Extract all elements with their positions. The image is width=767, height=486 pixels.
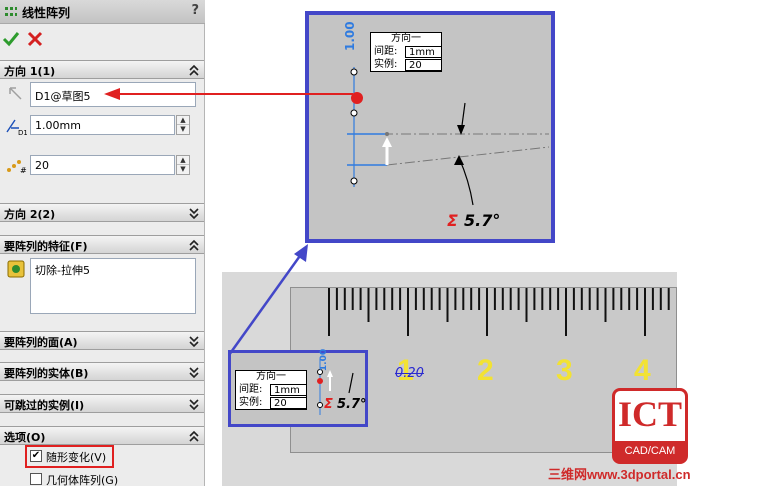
small-pattern-callout: 方向一 间距: 1mm 实例: 20	[235, 370, 307, 410]
spin-up-icon[interactable]: ▲	[177, 116, 189, 125]
svg-text:D1: D1	[18, 129, 27, 136]
spin-down-icon[interactable]: ▼	[180, 125, 186, 133]
instances-input[interactable]: 20	[30, 155, 175, 175]
group-skip-header[interactable]: 可跳过的实例(I)	[0, 394, 204, 413]
instances-count-icon: #	[7, 160, 27, 174]
group-direction2-header[interactable]: 方向 2(2)	[0, 203, 204, 222]
vary-sketch-checkbox[interactable]: ✔	[30, 450, 42, 462]
spacing-dimension-icon: D1	[6, 119, 27, 136]
group-features-label: 要阵列的特征(F)	[4, 240, 88, 253]
highlight-box	[25, 445, 114, 468]
group-faces-header[interactable]: 要阵列的面(A)	[0, 331, 204, 350]
ruler-label-4: 4	[634, 354, 651, 387]
ruler-label-3: 3	[556, 354, 573, 387]
expand-chevron-down-icon[interactable]	[188, 397, 200, 411]
geometry-pattern-label: 几何体阵列(G)	[46, 474, 119, 486]
zoom-detail-frame: 1.00 Σ 5.7° 方向一 间距: 1mm 实例: 20	[305, 11, 555, 243]
linear-pattern-icon	[5, 7, 17, 16]
ruler-ticks	[328, 288, 670, 336]
group-direction2-label: 方向 2(2)	[4, 208, 56, 221]
group-options-label: 选项(O)	[4, 431, 46, 444]
spacing-input[interactable]: 1.00mm	[30, 115, 175, 135]
geometry-pattern-option[interactable]: 几何体阵列(G)	[30, 472, 130, 486]
callout-spacing-value[interactable]: 1mm	[270, 384, 307, 396]
panel-title: 线性阵列	[22, 6, 71, 20]
expand-chevron-down-icon[interactable]	[188, 334, 200, 348]
blue-zoom-connector	[227, 252, 304, 356]
expand-chevron-down-icon[interactable]	[188, 365, 200, 379]
zoom-sketch	[347, 67, 550, 206]
callout-instances-value[interactable]: 20	[405, 59, 442, 71]
group-faces-label: 要阵列的面(A)	[4, 336, 78, 349]
geometry-pattern-checkbox[interactable]	[30, 473, 42, 485]
ok-cancel-bar	[0, 25, 205, 55]
blue-arrowhead-icon	[294, 244, 308, 262]
zoom-pattern-callout: 方向一 间距: 1mm 实例: 20	[370, 32, 442, 72]
callout-spacing-value[interactable]: 1mm	[405, 46, 442, 58]
group-direction1-label: 方向 1(1)	[4, 65, 56, 78]
collapse-chevron-up-icon[interactable]	[188, 429, 200, 443]
ruler-label-1: 1	[397, 354, 414, 387]
spin-down-icon[interactable]: ▼	[180, 165, 186, 173]
small-sigma-icon: Σ	[324, 397, 333, 412]
group-options-header[interactable]: 选项(O)	[0, 426, 204, 445]
small-angle-dimension: 5.7°	[337, 397, 367, 412]
spacing-spinner[interactable]: ▲ ▼	[176, 115, 190, 135]
ok-check-icon[interactable]	[2, 30, 20, 48]
callout-instances-label: 实例:	[374, 59, 398, 70]
property-manager-panel: 线性阵列 ? 方向 1(1) D1@草图5 D1 1.00mm ▲ ▼ # 20…	[0, 0, 205, 486]
red-arrowhead-icon	[104, 88, 120, 100]
callout-instances-label: 实例:	[239, 397, 263, 408]
ict-logo: ICT CAD/CAM	[612, 388, 688, 464]
group-bodies-header[interactable]: 要阵列的实体(B)	[0, 362, 204, 381]
features-list[interactable]: 切除-拉伸5	[30, 258, 196, 314]
small-detail-frame: 1.00 Σ 5.7° 方向一 间距: 1mm 实例: 20	[228, 349, 368, 427]
cancel-x-icon[interactable]	[26, 30, 44, 48]
group-skip-label: 可跳过的实例(I)	[4, 399, 85, 412]
overlay-dimension: 0.20	[395, 366, 424, 381]
direction-arrow-icon	[9, 87, 22, 100]
group-features-header[interactable]: 要阵列的特征(F)	[0, 235, 204, 254]
callout-title: 方向一	[391, 33, 421, 44]
group-direction1-header[interactable]: 方向 1(1)	[0, 60, 204, 79]
logo-subtext: CAD/CAM	[615, 441, 685, 461]
help-button[interactable]: ?	[191, 3, 199, 18]
watermark-text: 三维网www.3dportal.cn	[548, 467, 691, 482]
callout-spacing-label: 间距:	[239, 384, 263, 395]
vary-sketch-option[interactable]: ✔ 随形变化(V)	[30, 449, 120, 465]
zoom-angle-dimension: 5.7°	[464, 211, 501, 230]
callout-instances-value[interactable]: 20	[270, 397, 307, 409]
small-sketch	[317, 359, 354, 415]
group-bodies-label: 要阵列的实体(B)	[4, 367, 89, 380]
svg-text:#: #	[20, 166, 27, 174]
feature-list-item[interactable]: 切除-拉伸5	[35, 264, 90, 277]
spin-up-icon[interactable]: ▲	[177, 156, 189, 165]
angle-sigma-icon: Σ	[447, 211, 458, 230]
feature-selection-icon	[7, 260, 25, 278]
callout-spacing-label: 间距:	[374, 46, 398, 57]
collapse-chevron-up-icon[interactable]	[188, 238, 200, 252]
panel-titlebar: 线性阵列 ?	[0, 0, 205, 24]
ruler-label-2: 2	[477, 354, 494, 387]
logo-text: ICT	[617, 394, 683, 434]
collapse-chevron-up-icon[interactable]	[188, 63, 200, 77]
expand-chevron-down-icon[interactable]	[188, 206, 200, 220]
vary-sketch-label: 随形变化(V)	[46, 451, 107, 464]
callout-title: 方向一	[256, 371, 286, 382]
instances-spinner[interactable]: ▲ ▼	[176, 155, 190, 175]
